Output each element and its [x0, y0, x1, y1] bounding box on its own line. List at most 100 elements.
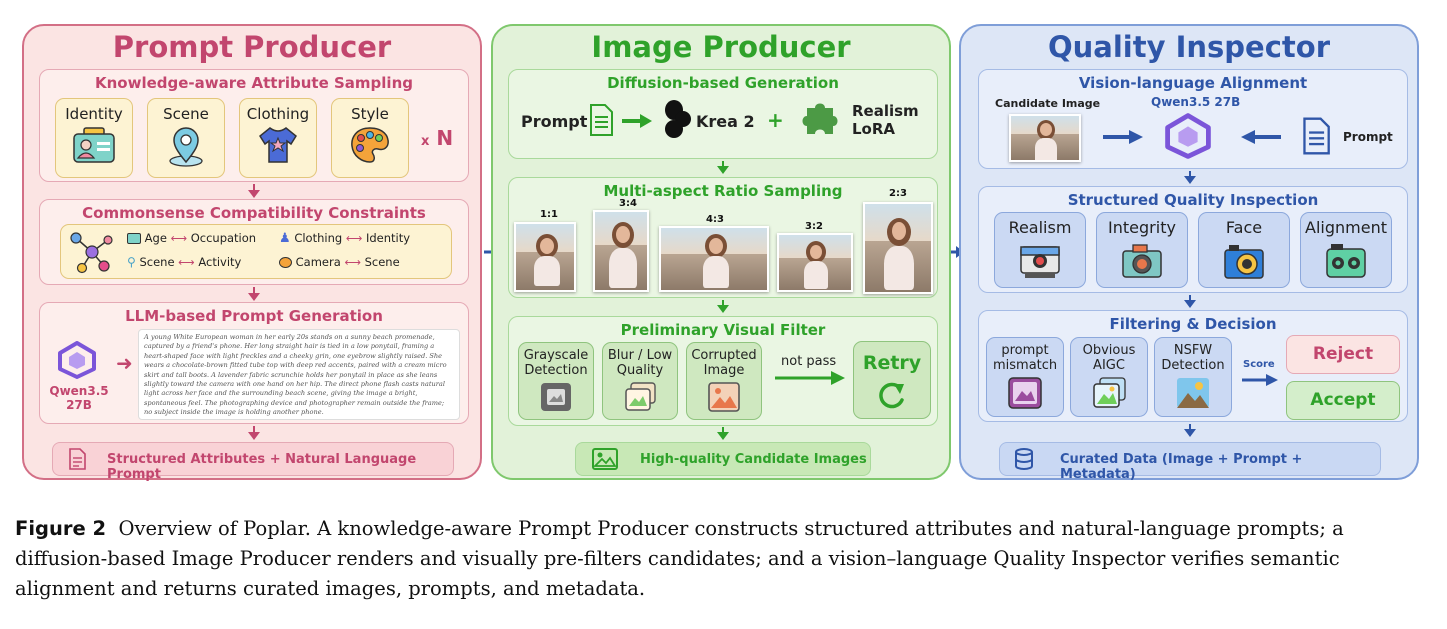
- imp-arrow-3-line: [722, 427, 724, 433]
- sample-photo-3-4: [593, 210, 649, 292]
- times-symbol: x: [421, 134, 430, 149]
- figure-label: Figure 2: [15, 517, 107, 540]
- constraint-pair-3-a: Scene: [139, 255, 175, 269]
- face-label: Face: [1225, 218, 1263, 237]
- tshirt-icon: ♟: [279, 231, 291, 246]
- decision-section: Filtering & Decision prompt mismatch Obv…: [978, 310, 1408, 422]
- corrupted-image-icon: [708, 382, 740, 412]
- qi-arrow-1-head: [1184, 176, 1196, 184]
- style-card: Style: [331, 98, 409, 178]
- alignment-prompt-label: Prompt: [1343, 130, 1393, 144]
- prompt-producer-title: Prompt Producer: [112, 30, 392, 64]
- double-arrow-icon: ⟷: [345, 231, 363, 245]
- puzzle-icon: [802, 103, 838, 134]
- pp-arrow-2-line: [253, 287, 255, 295]
- realism-card: Realism: [994, 212, 1086, 288]
- constraint-pair-2: ♟ Clothing ⟷ Identity: [279, 231, 410, 246]
- accept-label: Accept: [1310, 390, 1376, 410]
- diffusion-prompt-label: Prompt: [521, 112, 588, 131]
- qwen-logo-icon: [58, 341, 96, 379]
- llm-arrow-icon: ➜: [116, 351, 133, 375]
- double-arrow-icon: ⟷: [344, 255, 361, 269]
- retry-card: Retry: [853, 341, 931, 419]
- imp-output-label: High-quality Candidate Images: [640, 452, 867, 467]
- filter-grayscale-label: Grayscale Detection: [523, 348, 589, 378]
- plus-label: +: [767, 108, 784, 132]
- camera-icon: [1122, 244, 1162, 278]
- multiplier-label: x N: [421, 126, 453, 150]
- alignment-section: Vision-language Alignment Candidate Imag…: [978, 69, 1408, 169]
- sample-prompt-box: A young White European woman in her earl…: [138, 329, 460, 420]
- attr-sampling-title: Knowledge-aware Attribute Sampling: [94, 74, 413, 92]
- filter-corrupted-label: Corrupted Image: [691, 348, 757, 378]
- left-arrow-icon: [1241, 130, 1281, 144]
- constraint-pair-2-a: Clothing: [294, 231, 343, 245]
- diffusion-model-label: Krea 2: [696, 112, 755, 131]
- instant-camera-icon: [1020, 246, 1060, 278]
- video-camera-icon: [1326, 244, 1366, 278]
- diffusion-section: Diffusion-based Generation Prompt Krea 2…: [508, 69, 938, 159]
- document-icon: [69, 448, 86, 470]
- constraint-pair-1-b: Occupation: [190, 231, 257, 245]
- double-arrow-icon: ⟷: [170, 231, 188, 245]
- filter-blur-card: Blur / Low Quality: [602, 342, 678, 420]
- map-pin-icon: [169, 127, 203, 167]
- filter-blur-label: Blur / Low Quality: [607, 348, 673, 378]
- reject-label: Reject: [1312, 344, 1374, 364]
- candidate-image-thumb: [1009, 114, 1081, 162]
- database-icon: [1015, 448, 1033, 470]
- constraint-pair-1: Age ⟷ Occupation: [127, 231, 256, 245]
- retry-icon: [879, 382, 904, 409]
- pp-output-label: Structured Attributes + Natural Language…: [107, 452, 417, 482]
- check-mismatch-label: prompt mismatch: [993, 343, 1058, 373]
- stacked-images-icon: [625, 382, 656, 411]
- imp-output-pill: High-quality Candidate Images: [575, 442, 871, 476]
- constraint-pair-4-b: Scene: [364, 255, 400, 269]
- lora-label: Realism LoRA: [852, 102, 919, 138]
- quality-inspector-panel: Quality Inspector Vision-language Alignm…: [959, 24, 1419, 482]
- sample-photo-1-1: [514, 222, 576, 292]
- pp-arrow-1-head: [248, 190, 260, 198]
- double-arrow-icon: ⟷: [178, 255, 195, 269]
- figure-caption-text: Overview of Poplar. A knowledge-aware Pr…: [15, 517, 1344, 600]
- multiplier-value: N: [436, 126, 454, 150]
- integrity-label: Integrity: [1108, 218, 1176, 237]
- visual-filter-title: Preliminary Visual Filter: [620, 321, 826, 339]
- clothing-card: Clothing: [239, 98, 317, 178]
- figure-caption: Figure 2 Overview of Poplar. A knowledge…: [15, 514, 1435, 604]
- tshirt-icon: [259, 127, 297, 163]
- qi-arrow-3-head: [1184, 429, 1196, 437]
- check-nsfw-card: NSFW Detection: [1154, 337, 1232, 417]
- visual-filter-section: Preliminary Visual Filter Grayscale Dete…: [508, 316, 938, 426]
- imp-arrow-1-line: [722, 161, 724, 167]
- image-producer-title: Image Producer: [591, 30, 851, 64]
- constraint-pair-1-a: Age: [144, 231, 167, 245]
- pp-arrow-1-line: [253, 184, 255, 192]
- document-icon: [590, 104, 613, 136]
- id-card-icon: [73, 127, 115, 163]
- pp-arrow-3-line: [253, 426, 255, 434]
- imp-arrow-2-head: [717, 305, 729, 313]
- style-label: Style: [351, 105, 389, 123]
- clothing-label: Clothing: [246, 105, 310, 123]
- score-arrow-icon: [1242, 374, 1278, 386]
- ratio-label-2: 3:4: [619, 198, 637, 209]
- sample-photo-2-3: [863, 202, 933, 294]
- diffusion-title: Diffusion-based Generation: [607, 74, 839, 92]
- llm-gen-section: LLM-based Prompt Generation Qwen3.5 27B …: [39, 302, 469, 424]
- scene-card: Scene: [147, 98, 225, 178]
- prompt-producer-panel: Prompt Producer Knowledge-aware Attribut…: [22, 24, 482, 482]
- llm-model-label: Qwen3.5 27B: [49, 384, 109, 412]
- ratio-title: Multi-aspect Ratio Sampling: [603, 182, 843, 200]
- image-icon: [1008, 377, 1042, 409]
- constraint-pair-4: Camera ⟷ Scene: [279, 255, 400, 269]
- qi-arrow-2-head: [1184, 300, 1196, 308]
- retry-label: Retry: [862, 352, 922, 374]
- stacked-images-icon: [1093, 377, 1126, 408]
- scene-label: Scene: [163, 105, 209, 123]
- identity-label: Identity: [65, 105, 123, 123]
- inspection-title: Structured Quality Inspection: [1067, 191, 1319, 209]
- qi-arrow-3-line: [1189, 424, 1191, 430]
- constraints-section: Commonsense Compatibility Constraints Ag…: [39, 199, 469, 285]
- sample-prompt-text: A young White European woman in her earl…: [144, 333, 447, 417]
